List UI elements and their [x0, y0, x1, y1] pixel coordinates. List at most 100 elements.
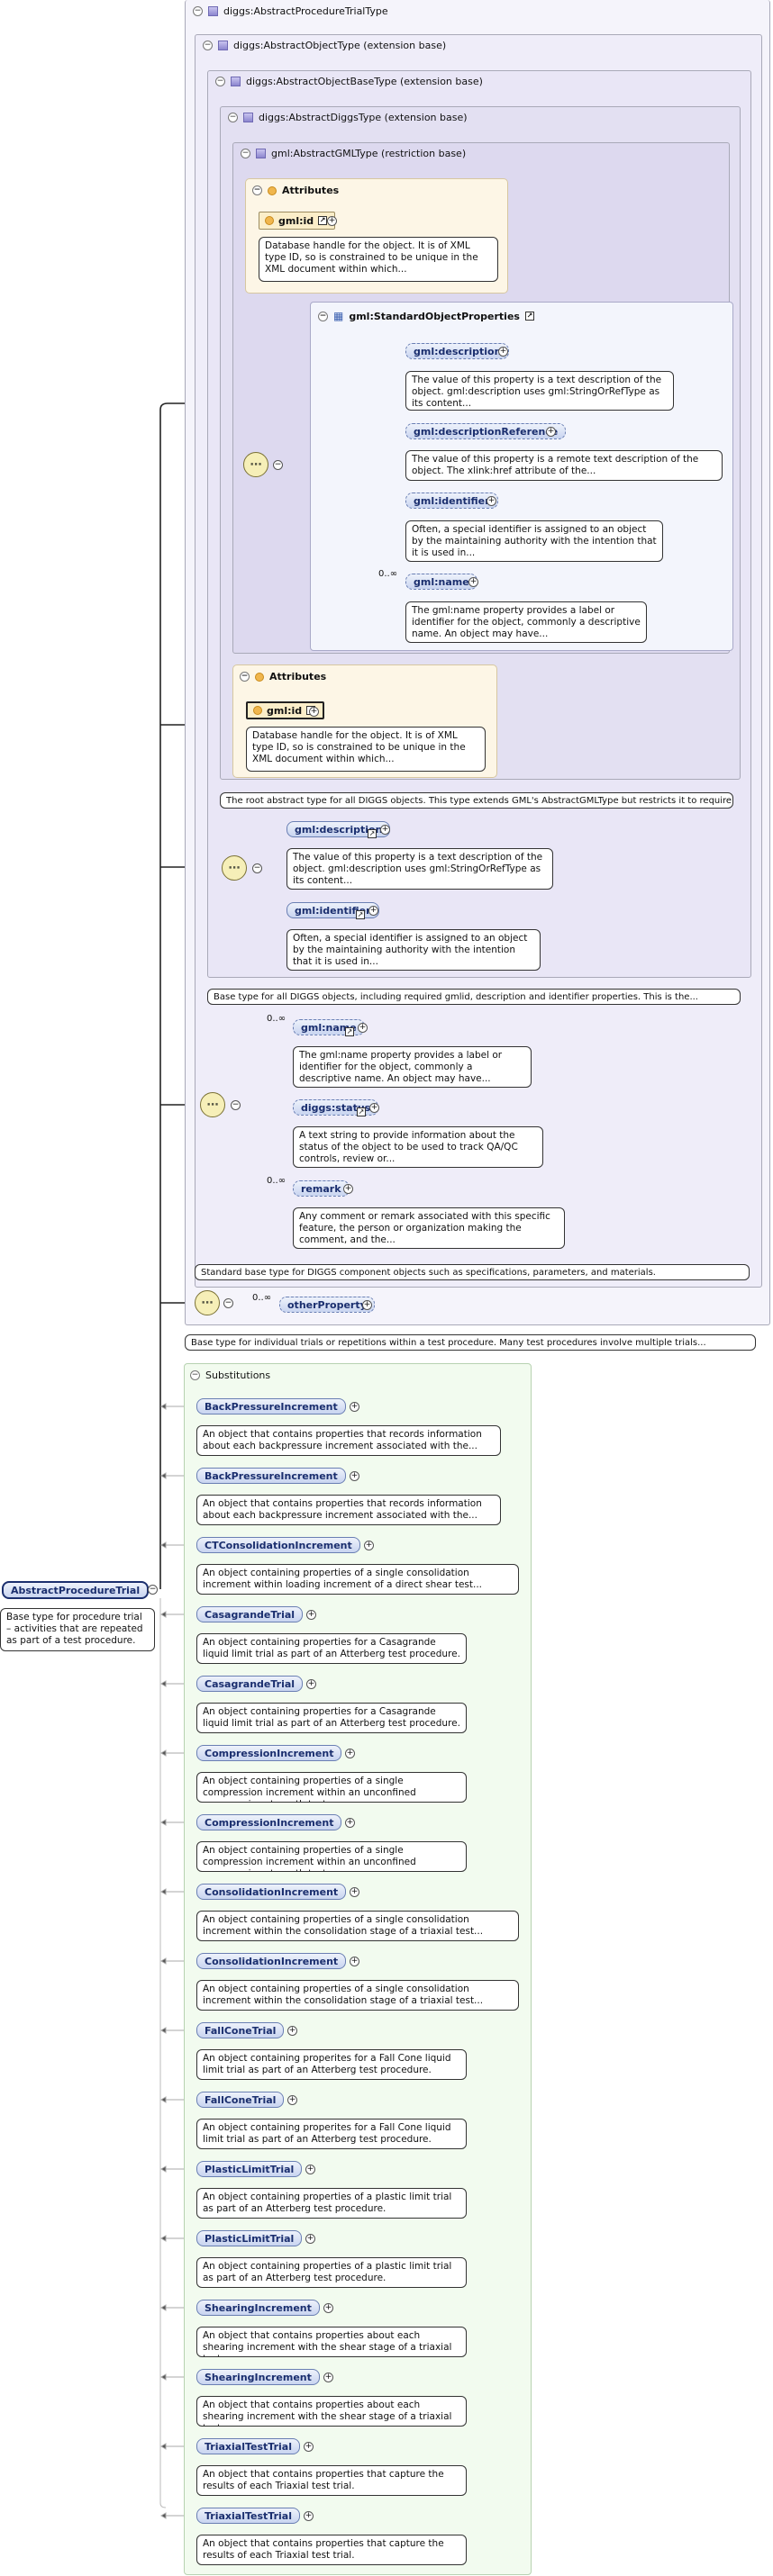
substitution-element[interactable]: ConsolidationIncrement [196, 1884, 347, 1900]
link-icon[interactable]: ↗ [524, 312, 534, 321]
attributes-label: Attributes [269, 671, 327, 682]
expand-icon[interactable]: + [306, 1610, 316, 1620]
substitution-element[interactable]: ShearingIncrement [196, 2300, 320, 2316]
collapse-icon[interactable]: − [252, 185, 262, 195]
substitution-label: BackPressureIncrement [205, 1469, 338, 1482]
substitution-element[interactable]: FallConeTrial [196, 2092, 285, 2108]
expand-icon[interactable]: − [252, 863, 262, 873]
gml-identifier-element[interactable]: gml:identifier [286, 902, 379, 918]
gml-description-label: gml:description [295, 823, 383, 836]
expand-icon[interactable]: + [323, 2303, 333, 2313]
expand-icon[interactable]: + [327, 216, 337, 226]
expand-icon[interactable]: + [487, 496, 496, 506]
collapse-icon[interactable]: − [241, 149, 250, 158]
link-icon[interactable]: ↗ [356, 910, 365, 919]
substitution-element[interactable]: BackPressureIncrement [196, 1398, 346, 1415]
expand-icon[interactable]: + [345, 1818, 355, 1828]
expand-icon[interactable]: + [345, 1749, 355, 1758]
substitution-element[interactable]: ShearingIncrement [196, 2369, 320, 2385]
collapse-icon[interactable]: − [203, 41, 213, 50]
substitution-label: TriaxialTestTrial [205, 2440, 292, 2453]
expand-icon[interactable]: + [287, 2095, 297, 2105]
substitution-element[interactable]: CompressionIncrement [196, 1814, 342, 1830]
expand-icon[interactable]: + [380, 825, 390, 835]
gml-attributes-box: − Attributes gml:id ↗ + Database handle … [245, 178, 508, 294]
substitution-element[interactable]: CasagrandeTrial [196, 1606, 304, 1622]
expand-icon[interactable]: + [368, 906, 378, 916]
diggs-type-description: The root abstract type for all DIGGS obj… [220, 792, 733, 809]
expand-icon[interactable]: + [305, 2234, 315, 2244]
substitution-label: TriaxialTestTrial [205, 2509, 292, 2522]
substitution-label: ShearingIncrement [205, 2301, 312, 2314]
expand-icon[interactable]: + [343, 1184, 353, 1194]
expand-icon[interactable]: + [498, 347, 508, 357]
gml-identifier-element[interactable]: gml:identifier [405, 493, 498, 509]
substitution-element[interactable]: TriaxialTestTrial [196, 2438, 300, 2454]
link-icon[interactable]: ↗ [345, 1027, 354, 1036]
substitution-element[interactable]: FallConeTrial [196, 2022, 285, 2038]
expand-icon[interactable]: + [323, 2373, 333, 2382]
gml-id-attribute[interactable]: gml:id ↗ [259, 212, 336, 230]
collapse-icon[interactable]: − [190, 1370, 200, 1380]
gml-id-attribute[interactable]: gml:id ↗ [246, 701, 325, 719]
substitution-element[interactable]: ConsolidationIncrement [196, 1953, 347, 1969]
substitution-element[interactable]: PlasticLimitTrial [196, 2161, 303, 2177]
gml-description-desc: The value of this property is a text des… [286, 848, 553, 890]
diggs-attributes-box: − Attributes gml:id ↗ + Database handle … [232, 664, 497, 778]
substitution-label: PlasticLimitTrial [205, 2163, 295, 2175]
other-property-element[interactable]: otherProperty [279, 1297, 375, 1313]
substitution-element[interactable]: BackPressureIncrement [196, 1468, 346, 1484]
collapse-icon[interactable]: − [240, 672, 250, 682]
arrow-icon [160, 1403, 167, 1410]
arrow-icon [160, 1611, 167, 1618]
expand-icon[interactable]: + [350, 1471, 359, 1481]
collapse-icon[interactable]: − [215, 77, 225, 86]
arrow-icon [160, 1680, 167, 1687]
sequence-compositor-icon[interactable]: ⋯ [222, 855, 247, 881]
expand-icon[interactable]: + [350, 1887, 359, 1897]
substitution-label: CTConsolidationIncrement [205, 1539, 352, 1551]
attribute-icon [255, 672, 264, 682]
substitution-element[interactable]: CompressionIncrement [196, 1745, 342, 1761]
expand-icon[interactable]: − [231, 1100, 241, 1110]
sequence-compositor-icon[interactable]: ⋯ [243, 452, 268, 477]
substitution-element[interactable]: PlasticLimitTrial [196, 2230, 303, 2246]
substitution-desc: An object containing properties of a sin… [196, 1911, 519, 1941]
expand-icon[interactable]: + [287, 2026, 297, 2036]
expand-icon[interactable]: − [223, 1298, 233, 1308]
attribute-icon [253, 706, 262, 715]
sequence-compositor-icon[interactable]: ⋯ [200, 1092, 225, 1117]
abstract-procedure-trial-element[interactable]: AbstractProcedureTrial [2, 1581, 150, 1599]
collapse-icon[interactable]: − [318, 311, 328, 321]
expand-icon[interactable]: − [148, 1585, 158, 1595]
substitution-element[interactable]: TriaxialTestTrial [196, 2508, 300, 2524]
link-icon[interactable]: ↗ [368, 829, 377, 838]
sequence-compositor-icon[interactable]: ⋯ [195, 1290, 220, 1315]
expand-icon[interactable]: + [350, 1957, 359, 1966]
expand-icon[interactable]: + [358, 1023, 368, 1033]
expand-icon[interactable]: + [369, 1103, 379, 1113]
expand-icon[interactable]: + [350, 1402, 359, 1412]
substitution-element[interactable]: CasagrandeTrial [196, 1676, 304, 1692]
expand-icon[interactable]: + [362, 1300, 372, 1310]
arrow-icon [160, 1472, 167, 1479]
substitution-element[interactable]: CTConsolidationIncrement [196, 1537, 360, 1553]
expand-icon[interactable]: + [309, 707, 319, 717]
link-icon[interactable]: ↗ [318, 216, 328, 225]
expand-icon[interactable]: + [364, 1541, 374, 1550]
remark-element[interactable]: remark [293, 1180, 350, 1197]
substitution-label: PlasticLimitTrial [205, 2232, 295, 2245]
expand-icon[interactable]: + [546, 427, 556, 437]
expand-icon[interactable]: + [306, 1679, 316, 1689]
expand-icon[interactable]: + [468, 577, 478, 587]
gml-name-element[interactable]: gml:name [405, 574, 477, 590]
expand-icon[interactable]: − [273, 460, 283, 470]
gml-description-reference-element[interactable]: gml:descriptionReference [405, 423, 567, 439]
collapse-icon[interactable]: − [193, 6, 203, 16]
link-icon[interactable]: ↗ [357, 1107, 366, 1116]
gml-description-element[interactable]: gml:description [405, 343, 510, 359]
expand-icon[interactable]: + [304, 2511, 314, 2521]
collapse-icon[interactable]: − [228, 113, 238, 122]
expand-icon[interactable]: + [305, 2165, 315, 2174]
expand-icon[interactable]: + [304, 2442, 314, 2452]
